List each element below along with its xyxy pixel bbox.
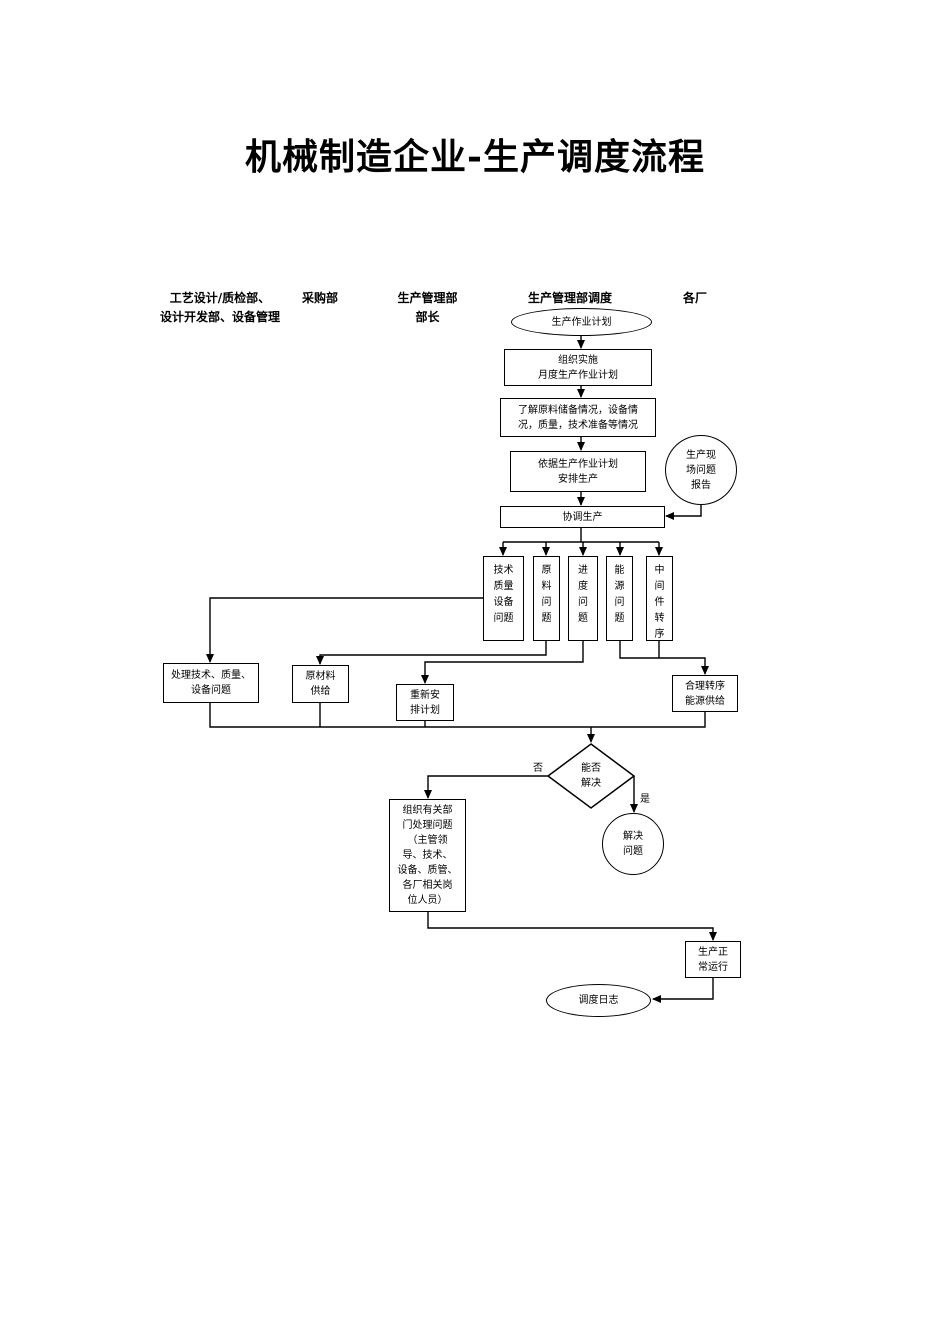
- edge-org-normal: [427, 912, 717, 941]
- problem-energy: 能 源 问 题: [606, 556, 633, 641]
- edge-label-yes: 是: [640, 794, 650, 805]
- lane-production-head: 生产管理部 部长: [397, 291, 458, 324]
- coordinate-production-box: 协调生产: [500, 506, 665, 528]
- decision-can-solve: 能否 解决: [581, 763, 601, 789]
- arrange-production-box: 依据生产作业计划 安排生产: [510, 451, 646, 492]
- edge-handle-merge: [209, 703, 591, 728]
- lane-factories: 各厂: [682, 291, 707, 305]
- edge-energy-transfer: [619, 641, 709, 675]
- lane-purchasing: 采购部: [301, 291, 338, 305]
- organize-departments-box: 组织有关部 门处理问题 （主管领 导、技术、 设备、质管、 各厂相关岗 位人员）: [389, 799, 466, 912]
- decision-diamond: [546, 743, 636, 809]
- raw-material-supply-box: 原材料 供给: [292, 665, 349, 703]
- edge-tech-handle: [206, 597, 484, 663]
- edge-label-no: 否: [533, 763, 543, 774]
- lane-craft-quality-design-equipment: 工艺设计/质检部、 设计开发部、设备管理: [159, 291, 280, 324]
- problem-intermediate-transfer: 中 间 件 转 序: [646, 556, 673, 641]
- normal-operation-box: 生产正 常运行: [685, 941, 741, 978]
- edge-transfer-merge: [591, 712, 706, 728]
- edge-decide-no: [424, 775, 548, 799]
- problem-progress: 进 度 问 题: [568, 556, 598, 641]
- problem-tech-quality-equipment: 技术 质量 设备 问题: [483, 556, 524, 641]
- problem-raw-material: 原 料 问 题: [533, 556, 560, 641]
- transfer-energy-supply-box: 合理转序 能源供给: [672, 675, 738, 712]
- replan-box: 重新安 排计划: [396, 684, 454, 721]
- handle-tech-quality-box: 处理技术、质量、 设备问题: [163, 663, 259, 703]
- page-title: 机械制造企业-生产调度流程: [245, 136, 705, 178]
- edge-report-coordinate: [665, 505, 702, 520]
- dispatch-log-oval: 调度日志: [546, 984, 651, 1017]
- edge-normal-log: [652, 978, 714, 1003]
- start-production-plan: 生产作业计划: [511, 308, 652, 336]
- edge-progress-replan: [421, 641, 584, 684]
- lane-production-dispatch: 生产管理部调度: [527, 291, 612, 305]
- site-problem-report-circle: 生产现 场问题 报告: [665, 435, 737, 505]
- organize-monthly-plan-box: 组织实施 月度生产作业计划: [504, 349, 652, 386]
- problem-solved-circle: 解决 问题: [602, 813, 664, 875]
- edge-material-supply: [316, 641, 547, 665]
- check-readiness-box: 了解原料储备情况，设备情 况，质量，技术准备等情况: [500, 398, 656, 437]
